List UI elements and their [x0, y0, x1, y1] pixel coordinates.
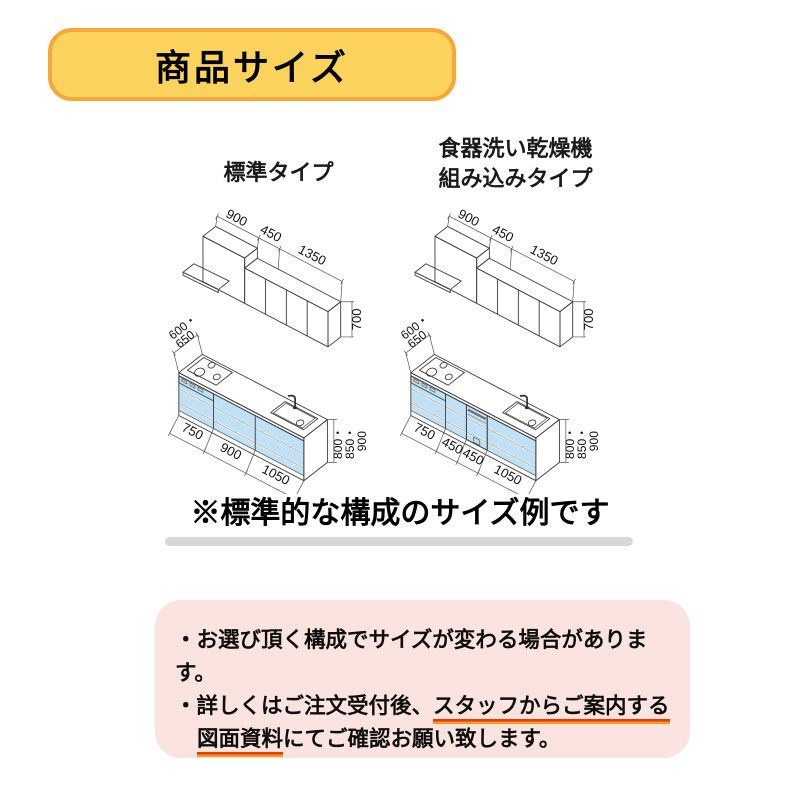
base-cabinet: [177, 353, 329, 482]
dim-upper-height: 700: [581, 308, 596, 330]
dishwasher-type-title-line2: 組み込みタイプ: [438, 166, 593, 191]
dim-height-1: 800・: [563, 427, 577, 459]
dim-upper-height: 700: [349, 308, 364, 330]
dim-height-2: 850・: [343, 427, 357, 459]
info-line-3-post: にてご確認お願い致します。: [283, 727, 561, 751]
note-text: ※標準的な構成のサイズ例です: [190, 497, 610, 530]
standard-type-diagram: 750 900 1050 900 450 1350 700 600・ 650 8…: [166, 206, 369, 494]
counter-depth-dimensions: 600・ 650: [398, 309, 441, 373]
note-divider-bar: [165, 537, 633, 546]
info-line-2: ・詳しくはご注文受付後、スタッフからご案内する: [175, 690, 672, 724]
info-line-2-pre: ・詳しくはご注文受付後、: [175, 694, 434, 718]
dim-height-1: 800・: [331, 427, 345, 459]
dim-height-3: 900: [355, 431, 369, 451]
standard-type-title: 標準タイプ: [223, 160, 334, 185]
svg-text:800・ 850・ 900: 800・ 850・ 900: [563, 423, 601, 459]
dishwasher-type-title-line1: 食器洗い乾燥機: [438, 136, 593, 161]
base-height-dimensions: 800・ 850・ 900: [559, 419, 601, 463]
dim-height-2: 850・: [575, 427, 589, 459]
base-height-dimensions: 800・ 850・ 900: [327, 419, 369, 463]
info-box: ・お選び頂く構成でサイズが変わる場合があります。 ・詳しくはご注文受付後、スタッ…: [155, 600, 690, 758]
svg-text:600・ 650: 600・ 650: [398, 309, 441, 351]
page-title: 商品サイズ: [155, 46, 349, 88]
dim-upper-width-2: 450: [258, 222, 284, 245]
info-line-2-underlined: スタッフからご案内する: [433, 694, 670, 724]
svg-text:800・ 850・ 900: 800・ 850・ 900: [331, 423, 369, 459]
base-cabinet: [409, 353, 561, 482]
dim-upper-width-2: 450: [490, 222, 516, 245]
dim-upper-width-3: 1350: [528, 242, 561, 269]
page-title-banner: 商品サイズ: [48, 28, 456, 101]
info-line-1: ・お選び頂く構成でサイズが変わる場合があります。: [175, 628, 648, 685]
info-line-3: 図面資料にてご確認お願い致します。: [175, 723, 672, 757]
dim-height-3: 900: [587, 431, 601, 451]
dim-upper-width-3: 1350: [296, 242, 329, 269]
svg-text:600・ 650: 600・ 650: [166, 309, 209, 351]
dishwasher-type-title: 食器洗い乾燥機 組み込みタイプ: [398, 134, 633, 194]
dim-upper-width-1: 900: [224, 206, 250, 229]
info-line-3-underlined: 図面資料: [197, 727, 284, 757]
dishwasher-type-diagram: 750 450 450 1050 900 450 1350 700 600・ 6…: [398, 206, 601, 494]
dim-upper-width-1: 900: [456, 206, 482, 229]
counter-depth-dimensions: 600・ 650: [166, 309, 209, 373]
